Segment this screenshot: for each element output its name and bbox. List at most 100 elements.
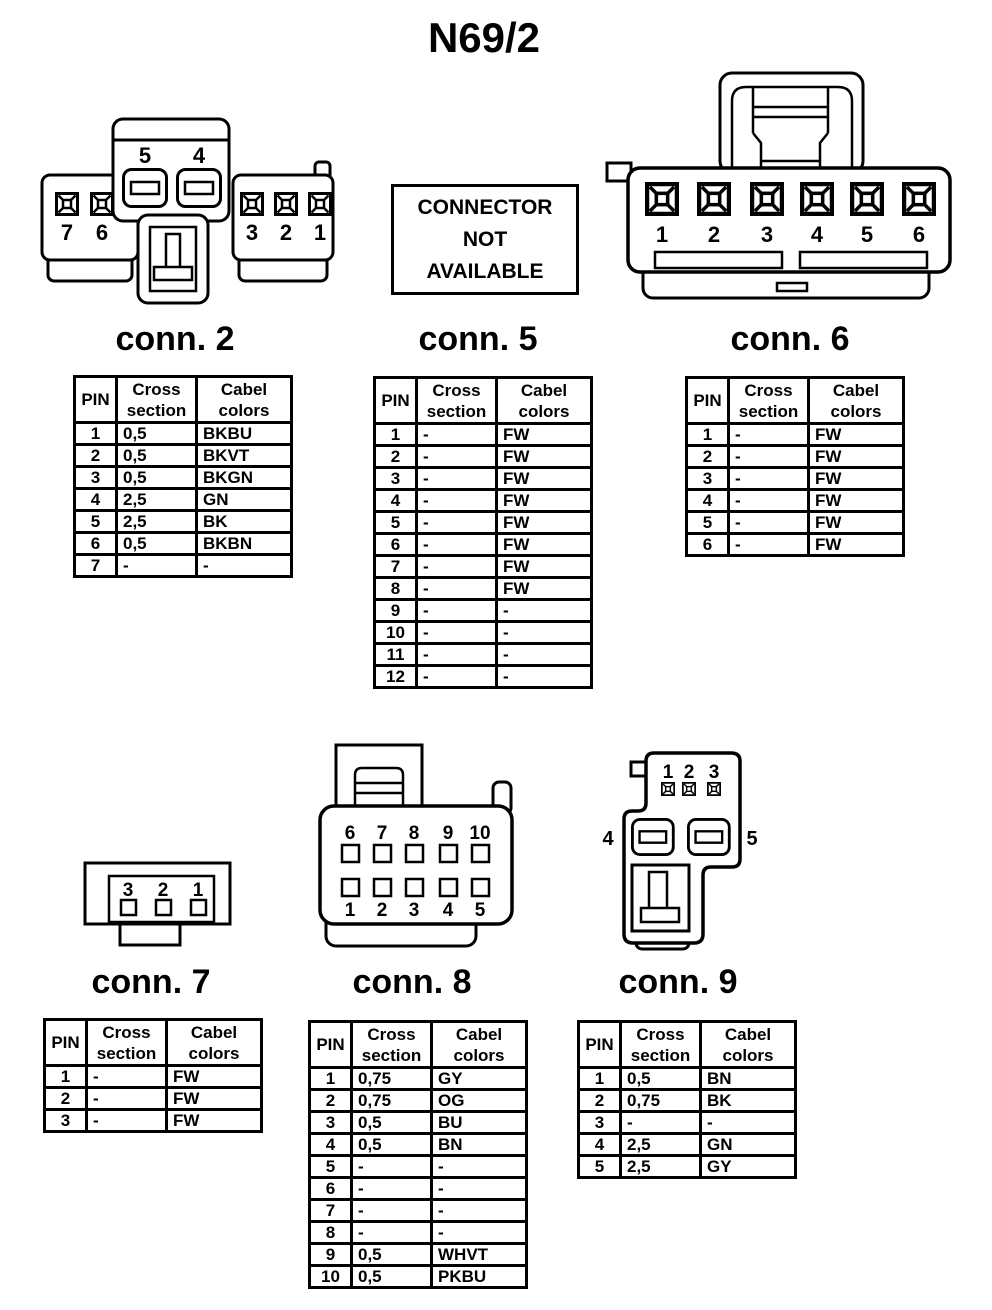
- cable-color-cell: -: [495, 642, 593, 667]
- conn8-pin-label: 8: [409, 823, 420, 844]
- cable-color-cell: PKBU: [430, 1264, 528, 1289]
- pin-table-row: 5-FW: [685, 510, 905, 535]
- conn6-drawing: 1 2 3 4 5 6: [605, 71, 952, 300]
- cable-color-cell: FW: [807, 488, 905, 513]
- conn8-drawing: 6 7 8 9 10 1 2 3 4 5: [318, 743, 514, 948]
- cross-section-cell: 0,5: [115, 531, 198, 556]
- cable-color-cell: FW: [495, 554, 593, 579]
- cable-color-cell: -: [495, 620, 593, 645]
- cross-section-cell: 2,5: [619, 1132, 702, 1157]
- pin-header: PIN: [308, 1020, 353, 1069]
- cable-color-cell: -: [430, 1198, 528, 1223]
- cross-section-header: Cross section: [727, 376, 810, 425]
- cross-section-cell: 0,75: [619, 1088, 702, 1113]
- cable-colors-header: Cabel colors: [807, 376, 905, 425]
- pin-contact: [802, 184, 832, 214]
- conn8-pin-label: 6: [345, 823, 356, 844]
- cable-color-cell: FW: [165, 1064, 263, 1089]
- pin-contact: [647, 184, 677, 214]
- cable-color-cell: GY: [699, 1154, 797, 1179]
- cross-section-header: Cross section: [350, 1020, 433, 1069]
- pin-cell: 9: [373, 598, 418, 623]
- cable-color-cell: FW: [165, 1086, 263, 1111]
- cable-color-cell: GY: [430, 1066, 528, 1091]
- pin-contact: [682, 782, 696, 796]
- cross-section-cell: -: [85, 1108, 168, 1133]
- cross-section-cell: 0,5: [115, 443, 198, 468]
- conn6-pin-label: 2: [708, 222, 720, 247]
- cable-colors-header: Cabel colors: [495, 376, 593, 425]
- pin-contact: [661, 782, 675, 796]
- pin-cell: 4: [308, 1132, 353, 1157]
- cable-colors-header: Cabel colors: [195, 375, 293, 424]
- conn6-pin-label: 5: [861, 222, 873, 247]
- cross-section-cell: -: [415, 576, 498, 601]
- cable-color-cell: BKVT: [195, 443, 293, 468]
- conn8-pin-label: 4: [443, 900, 454, 921]
- pin-contact: [154, 898, 173, 917]
- cross-section-cell: -: [727, 444, 810, 469]
- cross-section-cell: -: [619, 1110, 702, 1135]
- conn7-pin-label: 2: [158, 880, 169, 901]
- cable-color-cell: -: [430, 1154, 528, 1179]
- pin-header: PIN: [43, 1018, 88, 1067]
- pin-contact: [904, 184, 934, 214]
- pin-cell: 3: [373, 466, 418, 491]
- cross-section-cell: -: [350, 1198, 433, 1223]
- conn2-pin-label: 1: [314, 220, 326, 245]
- pin-table-row: 1-FW: [685, 422, 905, 447]
- cross-section-cell: -: [85, 1064, 168, 1089]
- pin-contact: [686, 817, 731, 857]
- pin-cell: 12: [373, 664, 418, 689]
- pin-cell: 6: [373, 532, 418, 557]
- conn8-pin-label: 7: [377, 823, 388, 844]
- pin-contact: [122, 168, 168, 208]
- cross-section-cell: 0,5: [350, 1242, 433, 1267]
- pin-contact: [630, 817, 675, 857]
- cross-section-cell: -: [727, 532, 810, 557]
- pin-cell: 2: [308, 1088, 353, 1113]
- pin-contact: [404, 877, 425, 898]
- pin-contact: [707, 782, 721, 796]
- cross-section-cell: 0,5: [350, 1110, 433, 1135]
- pin-cell: 4: [685, 488, 730, 513]
- pin-cell: 6: [73, 531, 118, 556]
- conn7-pin-label: 1: [193, 880, 204, 901]
- conn7-label: conn. 7: [91, 963, 211, 1001]
- pin-cell: 3: [43, 1108, 88, 1133]
- page-title: N69/2: [427, 14, 541, 61]
- pin-cell: 8: [308, 1220, 353, 1245]
- conn8-label: conn. 8: [352, 963, 472, 1001]
- cross-section-cell: -: [350, 1220, 433, 1245]
- pin-cell: 5: [373, 510, 418, 535]
- cross-section-cell: -: [415, 664, 498, 689]
- conn2-pin-label: 4: [193, 143, 206, 168]
- pin-table-row: 9--: [373, 598, 593, 623]
- pin-cell: 3: [577, 1110, 622, 1135]
- pin-cell: 2: [373, 444, 418, 469]
- cable-color-cell: -: [430, 1220, 528, 1245]
- conn2-drawing: 7 6 5 4 3 2 1: [40, 117, 335, 305]
- cross-section-cell: 0,75: [350, 1066, 433, 1091]
- cross-section-cell: 0,5: [350, 1132, 433, 1157]
- pin-table-row: 6--: [308, 1176, 528, 1201]
- pin-cell: 4: [373, 488, 418, 513]
- pin-header: PIN: [73, 375, 118, 424]
- pin-contact: [438, 877, 459, 898]
- cable-color-cell: BKBU: [195, 421, 293, 446]
- pin-contact: [470, 877, 491, 898]
- pin-table-row: 6-FW: [685, 532, 905, 557]
- pin-contact: [90, 192, 114, 216]
- cable-color-cell: FW: [495, 532, 593, 557]
- pin-cell: 2: [685, 444, 730, 469]
- pin-cell: 2: [43, 1086, 88, 1111]
- cross-section-cell: -: [415, 620, 498, 645]
- cable-color-cell: FW: [807, 466, 905, 491]
- cable-color-cell: GN: [699, 1132, 797, 1157]
- cross-section-header: Cross section: [415, 376, 498, 425]
